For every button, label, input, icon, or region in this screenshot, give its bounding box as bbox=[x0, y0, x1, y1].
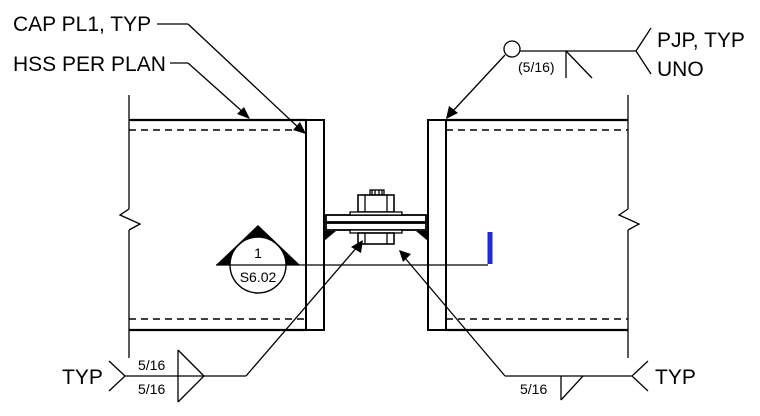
pjp-note: PJP, TYP bbox=[657, 29, 745, 52]
pjp-weld-symbol bbox=[446, 27, 652, 119]
section-number: 1 bbox=[254, 245, 262, 261]
right-cap-plate bbox=[427, 119, 447, 331]
plate-fillet-welds bbox=[324, 231, 428, 241]
bolt-assembly bbox=[349, 189, 403, 245]
weld-size-right: 5/16 bbox=[520, 381, 547, 397]
section-sheet: S6.02 bbox=[240, 269, 277, 285]
section-callout bbox=[216, 225, 488, 294]
pjp-weld-size: (5/16) bbox=[518, 59, 555, 75]
typ-weld-symbol-right bbox=[399, 250, 649, 401]
left-cap-plate bbox=[305, 119, 325, 331]
weld-size-left-top: 5/16 bbox=[138, 357, 165, 373]
left-hss-member bbox=[118, 95, 306, 358]
splice-plate-bottom bbox=[325, 222, 427, 231]
right-hss-member bbox=[446, 95, 641, 358]
weld-size-left-bottom: 5/16 bbox=[138, 381, 165, 397]
typ-note-right: TYP bbox=[655, 366, 696, 389]
cap-plate-note: CAP PL1, TYP bbox=[13, 13, 151, 36]
typ-weld-symbol-left bbox=[108, 240, 363, 403]
hss-note: HSS PER PLAN bbox=[13, 53, 166, 76]
hss-leader bbox=[170, 62, 250, 119]
cap-plate-leader bbox=[157, 23, 306, 134]
pjp-uno-note: UNO bbox=[657, 58, 704, 81]
typ-note-left: TYP bbox=[62, 366, 103, 389]
splice-plate-top bbox=[325, 214, 427, 223]
